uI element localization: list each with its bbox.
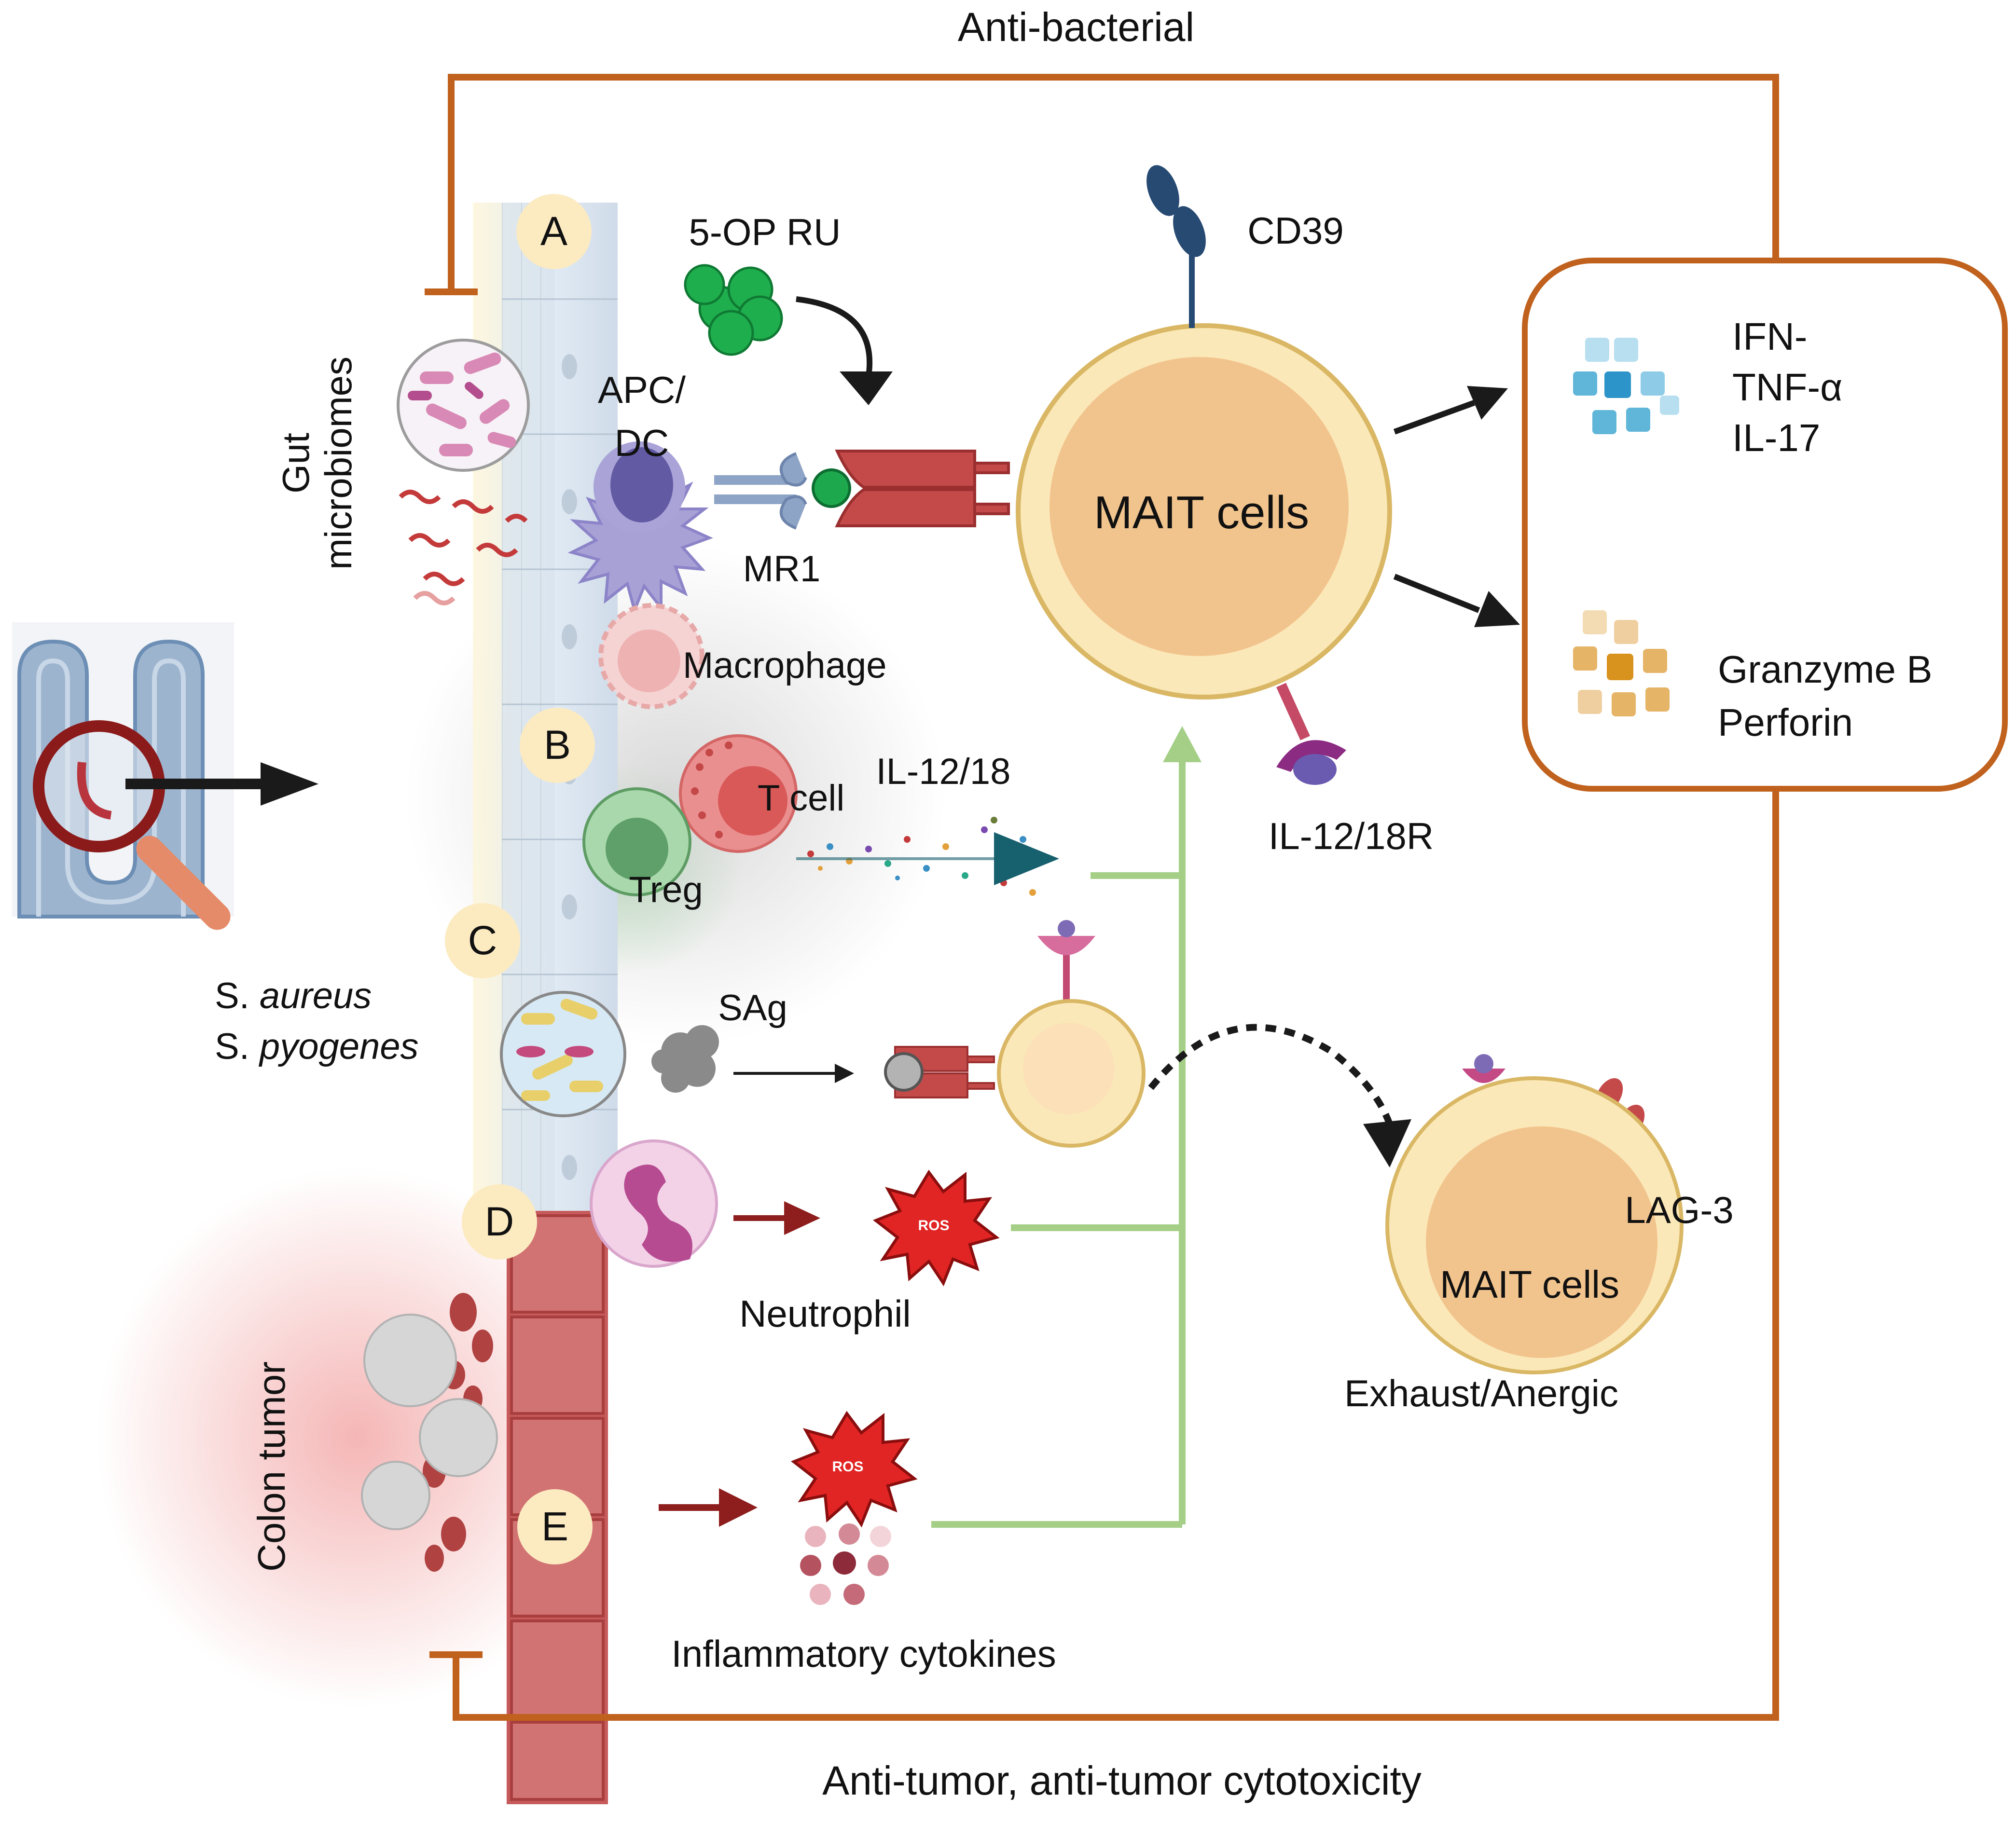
mait-main-label: MAIT cells [1094,487,1309,538]
anti-tumor-loop [429,791,1779,1721]
ros-label-e: ROS [832,1459,863,1475]
il12-18r-label: IL-12/18R [1269,815,1434,857]
t-cell-label: T cell [758,778,844,819]
zoom-arrow [125,762,318,806]
exhaustion-arrowhead [1363,1119,1411,1167]
s-aureus-label: S. aureus [215,975,372,1016]
step-e-badge [517,1489,593,1564]
cd39-label: CD39 [1247,209,1343,252]
il12-18-particle-stream [796,817,1059,896]
five-op-ru-label: 5-OP RU [689,211,841,253]
anti-bacterial-label: Anti-bacterial [958,4,1194,50]
neutrophil-cell [590,1139,718,1268]
output-arrows [1393,386,1520,627]
il12-18-receptor [1276,683,1346,785]
cd39-receptor [1146,165,1206,328]
treg-label: Treg [629,869,703,910]
inflammatory-cytokines-label: Inflammatory cytokines [671,1632,1056,1675]
step-e-label: E [541,1504,568,1549]
colon-tumor-label: Colon tumor [250,1361,293,1572]
gut-label-line1: Gut [275,433,317,494]
tcr-receptor [835,450,1010,527]
ros-burst-e [791,1411,918,1528]
anti-bacterial-loop [425,74,1779,295]
perforin-label: Perforin [1718,701,1853,744]
ligand-arrow [796,296,873,377]
sag-label: SAg [718,987,787,1029]
step-b-badge [520,708,595,783]
t-cell [679,734,798,853]
treg-cell [582,787,691,896]
sag-icon [651,1025,719,1093]
mait-cell-main [1016,323,1392,699]
gut-microbiomes-label: Gut microbiomes [275,357,359,570]
step-b-label: B [544,722,571,768]
s-pyogenes-label: S. pyogenes [215,1026,419,1067]
ros-label-d: ROS [918,1218,949,1234]
macrophage-label: Macrophage [683,645,887,686]
il12-18-label: IL-12/18 [876,751,1011,792]
tumor-arrowhead [719,1488,758,1527]
bacteria-cluster-icon [399,490,528,605]
mait-exhausted-label: MAIT cells [1440,1263,1619,1306]
sag-arrowhead [835,1064,854,1083]
lag3-label: LAG-3 [1625,1189,1733,1231]
s-pyogenes-prefix: S. [215,1026,260,1067]
step-d-badge [462,1184,537,1260]
gut-microbiome-icon [397,339,530,472]
five-op-ru-icon [684,264,783,356]
step-c-label: C [468,918,497,963]
ros-burst-d [873,1169,1000,1287]
step-a-label: A [540,208,567,254]
macrophage-cell [598,603,704,709]
step-badges [445,194,595,1564]
inflammatory-cytokine-dots [800,1523,891,1605]
ifn-label: IFN- [1732,315,1808,358]
anti-tumor-label: Anti-tumor, anti-tumor cytotoxicity [822,1758,1422,1803]
tnf-label: TNF-α [1732,366,1842,409]
s-aureus-bubble [500,991,626,1117]
villus-illustration [12,622,234,919]
s-aureus-prefix: S. [215,975,260,1016]
neutrophil-label: Neutrophil [739,1292,911,1335]
mr1-label: MR1 [743,549,820,590]
step-d-label: D [485,1199,514,1244]
green-convergence [931,726,1201,1528]
mr1-receptor [714,452,851,530]
il17-label: IL-17 [1732,416,1820,459]
neutrophil-arrowhead [784,1201,820,1235]
exhaust-anergic-label: Exhaust/Anergic [1344,1372,1618,1414]
step-c-badge [445,903,520,978]
gut-label-line2: microbiomes [317,357,359,570]
s-pyogenes-name: pyogenes [259,1026,419,1067]
mait-cell-sag [884,920,1146,1148]
exhaustion-arrow [1148,1024,1393,1125]
s-aureus-name: aureus [260,975,372,1016]
apc-label-line1: APC/ [598,369,686,411]
mait-cell-exhausted [1385,1054,1684,1374]
ligand-arrowhead [840,371,893,405]
granzyme-perforin-icon [1573,610,1670,716]
step-a-badge [516,194,592,269]
apc-label-line2: DC [615,422,669,464]
ifn-tnf-il17-icon [1573,338,1679,434]
granzyme-label: Granzyme B [1718,648,1933,691]
tumor-glow [97,1167,618,1708]
apc-dc-cell [567,441,713,615]
